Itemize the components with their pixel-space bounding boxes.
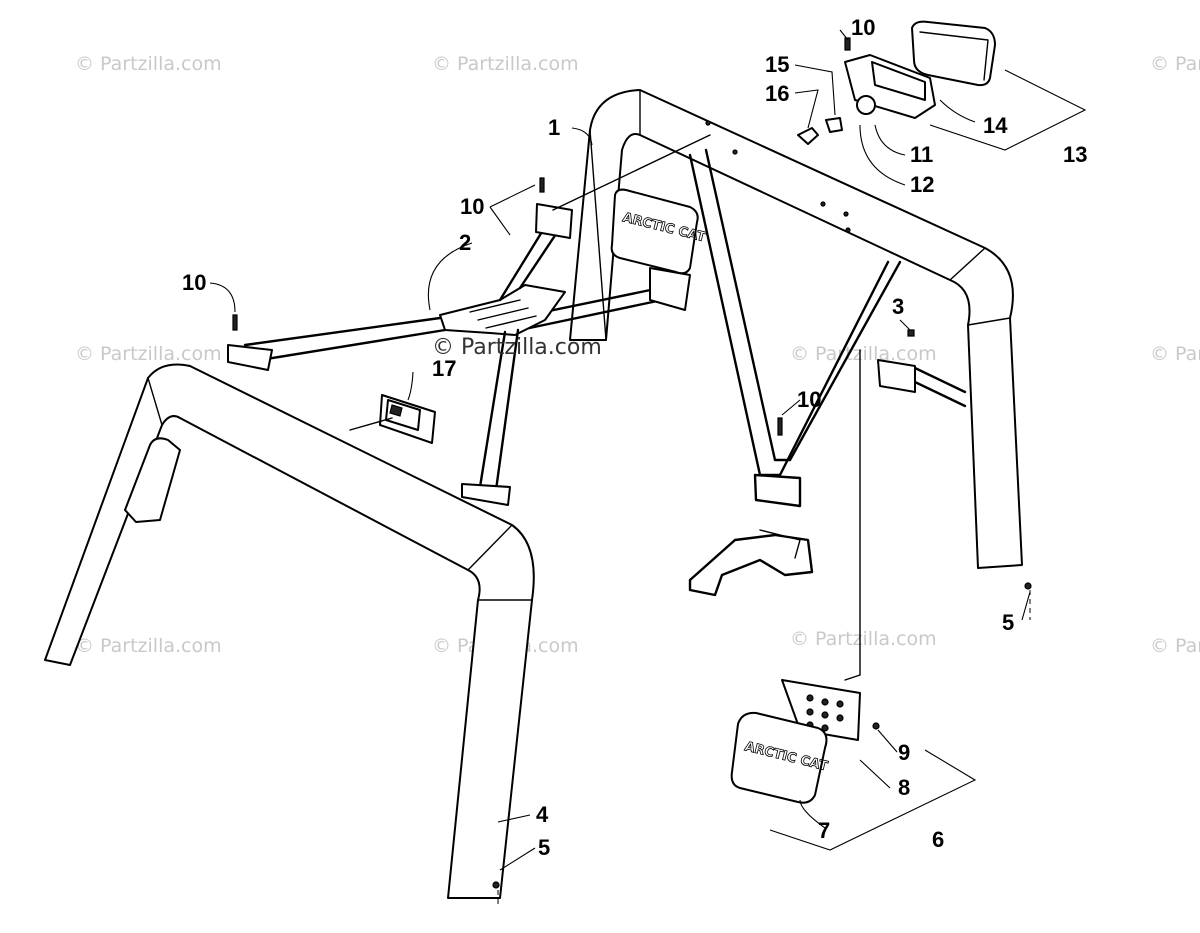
callout-2: 2: [459, 230, 471, 255]
callout-10: 10: [797, 387, 821, 412]
callout-15: 15: [765, 52, 789, 77]
watermark: © Partzilla.com: [1150, 635, 1200, 657]
callout-labels: 1 2 3 4 5 5 6 7 8 9 10 10 10 10 11 12 13…: [182, 15, 1087, 860]
callout-6: 6: [932, 827, 944, 852]
callout-13: 13: [1063, 142, 1087, 167]
watermark: © Partzilla.com: [75, 635, 222, 657]
watermark: © Partzilla.com: [790, 628, 937, 650]
rear-roll-bar: [569, 89, 1023, 569]
lower-bracket: [688, 529, 814, 597]
callout-10: 10: [460, 194, 484, 219]
front-roll-bar: [44, 363, 535, 899]
watermark-layer: © Partzilla.com © Partzilla.com © Partzi…: [75, 53, 1200, 657]
callout-11: 11: [910, 142, 933, 167]
watermark: © Partzilla.com: [75, 343, 222, 365]
callout-17: 17: [432, 356, 456, 381]
rear-pad: ARCTIC CAT: [610, 188, 708, 275]
clip-part: [379, 394, 436, 444]
front-pad-assembly: ARCTIC CAT: [730, 679, 861, 804]
center-watermark: © Partzilla.com: [432, 335, 602, 360]
callout-9: 9: [898, 740, 910, 765]
watermark: © Partzilla.com: [432, 53, 579, 75]
callout-16: 16: [765, 81, 789, 106]
watermark: © Partzilla.com: [1150, 343, 1200, 365]
leader-lines: [209, 29, 1031, 871]
callout-8: 8: [898, 775, 910, 800]
callout-5: 5: [1002, 610, 1014, 635]
callout-7: 7: [818, 818, 830, 843]
watermark: © Partzilla.com: [1150, 53, 1200, 75]
callout-14: 14: [983, 113, 1008, 138]
callout-1: 1: [548, 115, 560, 140]
callout-4: 4: [536, 802, 549, 827]
cross-brace: [227, 203, 691, 506]
callout-12: 12: [910, 172, 934, 197]
watermark: © Partzilla.com: [790, 343, 937, 365]
fasteners: [232, 37, 1032, 889]
tail-light-assembly: [797, 20, 996, 145]
callout-3: 3: [892, 294, 904, 319]
callout-10: 10: [851, 15, 875, 40]
watermark: © Partzilla.com: [75, 53, 222, 75]
callout-5: 5: [538, 835, 550, 860]
alignment-lines: [349, 69, 1087, 905]
callout-10: 10: [182, 270, 206, 295]
